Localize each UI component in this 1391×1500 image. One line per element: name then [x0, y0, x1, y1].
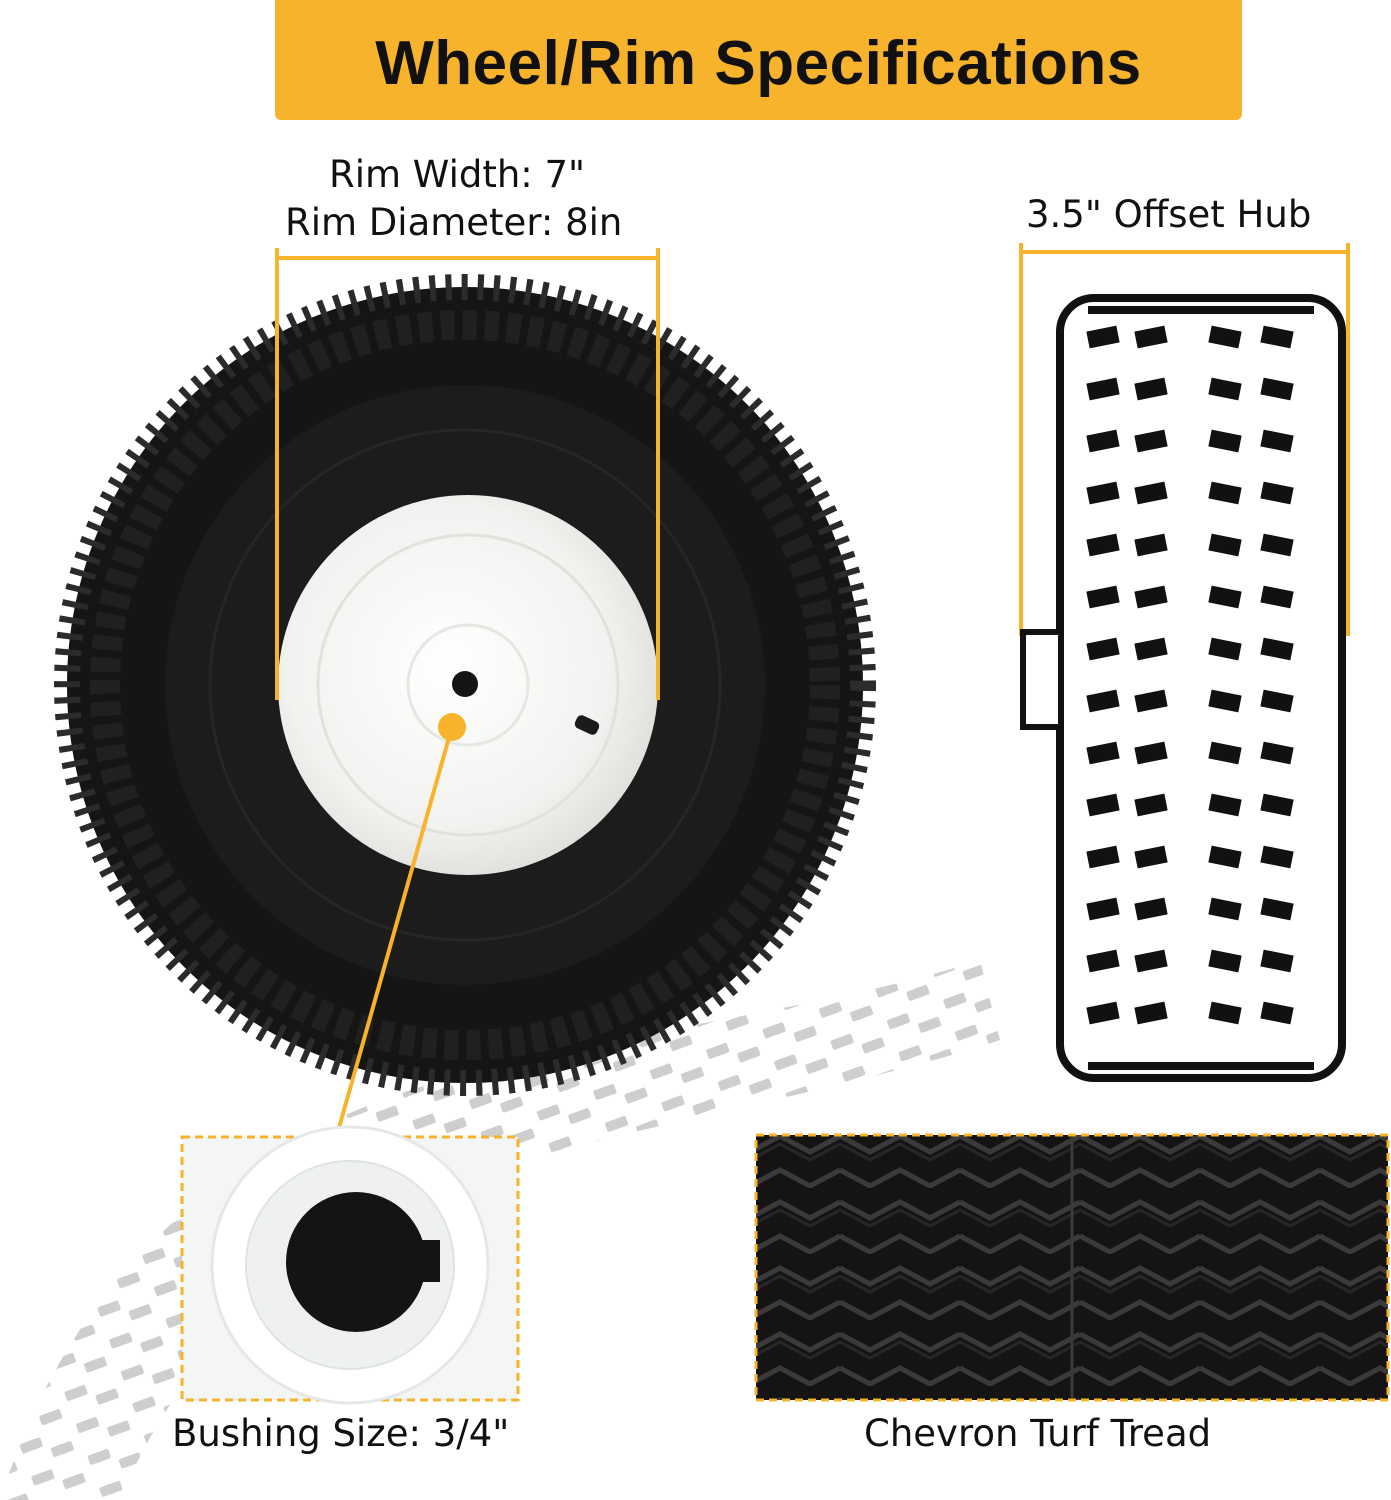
tread-type-label: Chevron Turf Tread — [864, 1412, 1212, 1455]
offset-hub-label: 3.5" Offset Hub — [1026, 193, 1312, 236]
tread-closeup — [754, 1133, 1390, 1402]
page-title: Wheel/Rim Specifications — [375, 28, 1142, 98]
rim-width-bracket — [275, 248, 660, 700]
bushing-callout — [180, 713, 520, 1405]
title-banner: Wheel/Rim Specifications — [275, 0, 1242, 120]
rim-diameter-label: Rim Diameter: 8in — [285, 201, 623, 244]
valve-stem — [574, 715, 600, 735]
tread-diagram — [1019, 243, 1350, 1082]
bushing-size-label: Bushing Size: 3/4" — [172, 1412, 510, 1455]
tire-track-background — [0, 960, 1000, 1500]
rim-width-label: Rim Width: 7" — [329, 153, 586, 196]
tire-photo — [54, 274, 876, 1096]
axle-hole — [452, 671, 478, 697]
